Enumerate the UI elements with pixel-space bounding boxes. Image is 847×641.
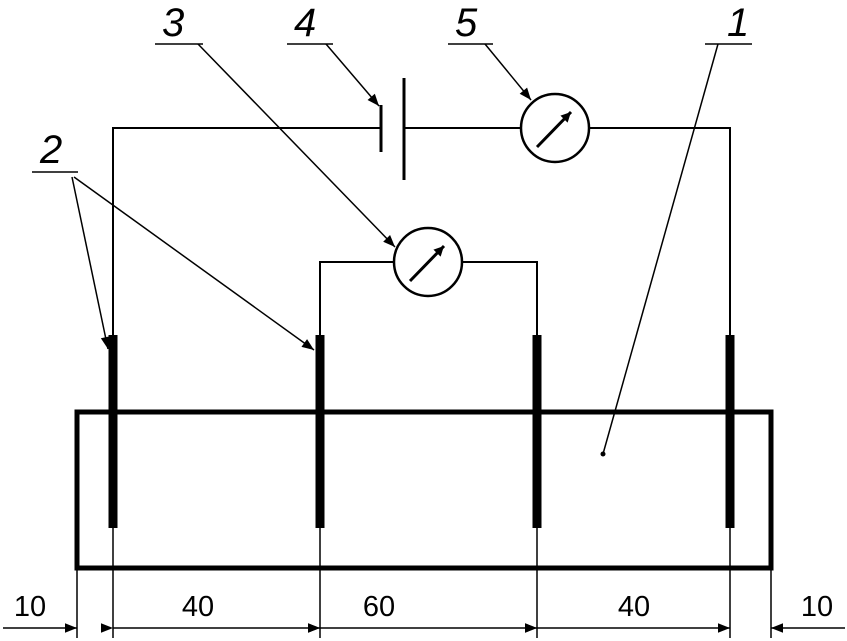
outer-meter — [519, 92, 591, 164]
dimension-label-span-1: 40 — [182, 591, 214, 623]
callout-1-leader — [602, 43, 719, 455]
callout-3: 3 — [162, 1, 184, 45]
outer-meter-needle-icon — [535, 110, 573, 149]
callout-4: 4 — [294, 1, 316, 45]
inner-circuit-wire-left — [319, 261, 394, 335]
inner-meter-needle-icon — [408, 244, 446, 283]
callout-4-leader — [325, 43, 380, 107]
outer-circuit-wire-left — [112, 127, 380, 335]
dimension-label-right-margin: 10 — [801, 591, 833, 623]
callout-3-leader — [197, 43, 396, 248]
sample-body — [74, 409, 774, 571]
callout-2-leader-a — [71, 176, 111, 350]
inner-circuit-wire-right — [462, 261, 538, 335]
inner-meter — [392, 226, 464, 298]
callout-5: 5 — [455, 1, 478, 45]
dimension-label-left-margin: 10 — [14, 591, 46, 623]
dimension-label-span-2: 60 — [363, 591, 395, 623]
callout-5-leader — [484, 43, 532, 101]
callout-1: 1 — [727, 1, 749, 45]
callout-2: 2 — [39, 128, 62, 172]
callout-2-leader-b — [73, 176, 315, 351]
dimension-label-span-3: 40 — [618, 591, 650, 623]
outer-circuit-wire-right — [590, 127, 731, 335]
